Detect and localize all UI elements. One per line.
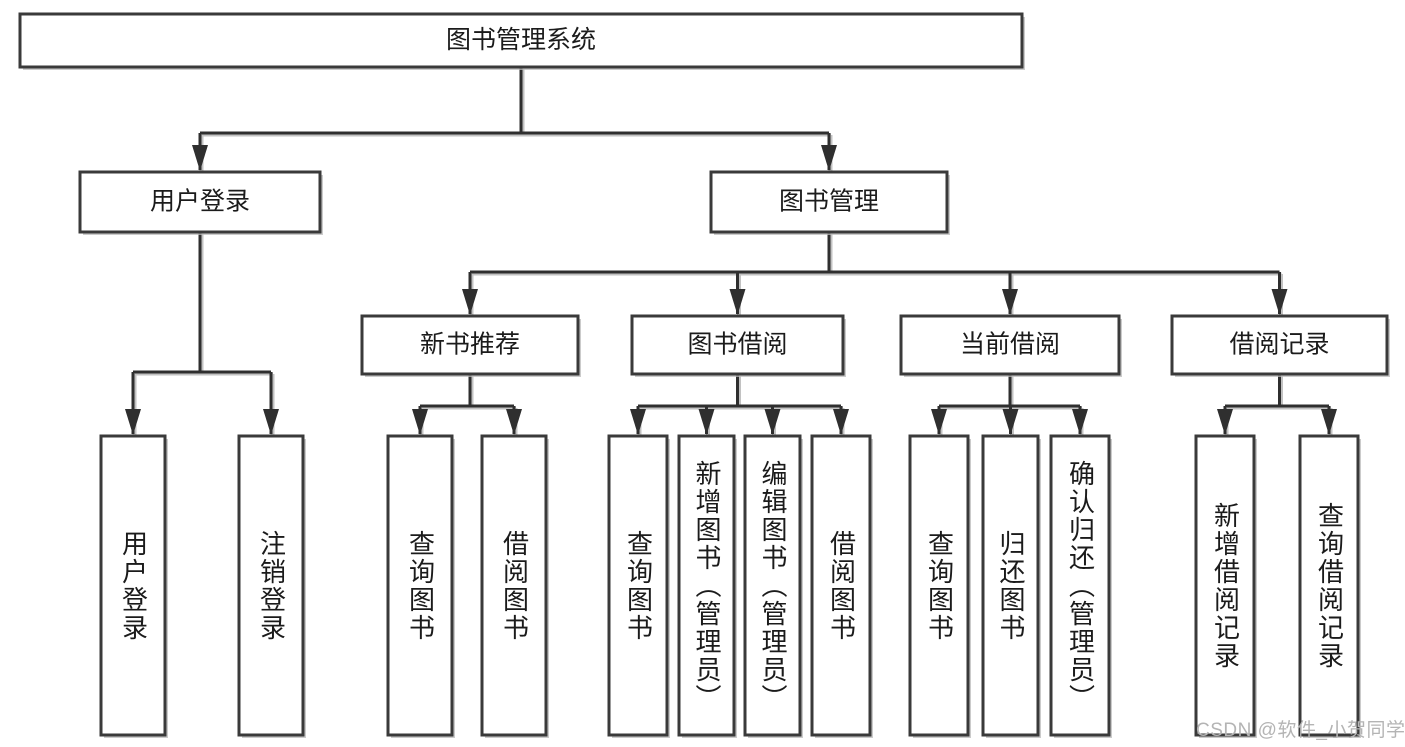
level2-leaf-fanout-user-login-arrow-0 [125,409,141,435]
level2-node-label-user-login: 用户登录 [150,188,250,216]
leaf-node-box-leaf-query-book-2 [607,434,669,737]
level3-fanout-book-borrow-arrow-2 [764,409,781,435]
level3-node-box-book-borrow [630,314,845,376]
level3-node-label-borrow-record: 借阅记录 [1229,331,1329,359]
level2-fanout-book-manage-arrow-1 [729,289,746,315]
leaf-node-box-leaf-query-record [1298,434,1360,737]
level3-fanout-book-borrow-arrow-1 [698,409,715,435]
connector-layer [125,67,1337,436]
watermark: CSDN @软件_小贺同学 [1196,720,1405,741]
level3-node-label-current-borrow: 当前借阅 [960,331,1060,359]
level2-fanout-book-manage-arrow-3 [1271,289,1288,315]
root-fanout-arrow-1 [821,145,837,171]
level2-fanout-book-manage-arrow-2 [1002,289,1018,315]
leaf-node-box-leaf-borrow-book-2 [810,434,872,737]
level2-fanout-book-manage-arrow-0 [462,289,478,315]
level2-node-box-book-manage [709,170,949,234]
level3-fanout-new-book-recommend-arrow-0 [412,409,428,435]
level2-node-label-book-manage: 图书管理 [779,188,879,216]
node-box-layer [18,12,1390,738]
leaf-node-box-leaf-user-login [99,434,167,737]
level3-fanout-current-borrow-arrow-0 [931,409,947,435]
root-fanout-arrow-0 [192,145,208,171]
level3-fanout-book-borrow-arrow-0 [630,409,646,435]
leaf-node-box-leaf-borrow-book-1 [480,434,548,737]
leaf-node-box-leaf-user-logout [237,434,305,737]
level3-node-label-book-borrow: 图书借阅 [687,331,787,359]
leaf-node-box-leaf-return-book [981,434,1040,737]
level3-node-box-current-borrow [899,314,1121,376]
level3-node-label-new-book-recommend: 新书推荐 [420,331,520,359]
level2-leaf-fanout-user-login-arrow-1 [263,409,279,435]
root-node-label: 图书管理系统 [446,26,596,54]
root-node-box [18,12,1024,69]
leaf-node-box-leaf-add-book [677,434,736,737]
level3-fanout-current-borrow-arrow-1 [1002,409,1019,435]
leaf-node-box-leaf-add-record [1194,434,1256,737]
leaf-node-box-leaf-confirm-return [1049,434,1111,737]
level3-fanout-new-book-recommend-arrow-1 [506,409,522,435]
level3-fanout-borrow-record-arrow-1 [1321,409,1337,435]
leaf-node-box-leaf-query-book-3 [908,434,970,737]
level3-fanout-book-borrow-arrow-3 [833,409,849,435]
level3-fanout-borrow-record-arrow-0 [1217,409,1233,435]
level3-node-box-borrow-record [1170,314,1389,376]
level2-node-box-user-login [78,170,322,234]
leaf-node-box-leaf-edit-book [743,434,802,737]
level3-fanout-current-borrow-arrow-2 [1072,409,1088,435]
level3-node-box-new-book-recommend [360,314,580,376]
leaf-node-box-leaf-query-book-1 [386,434,454,737]
